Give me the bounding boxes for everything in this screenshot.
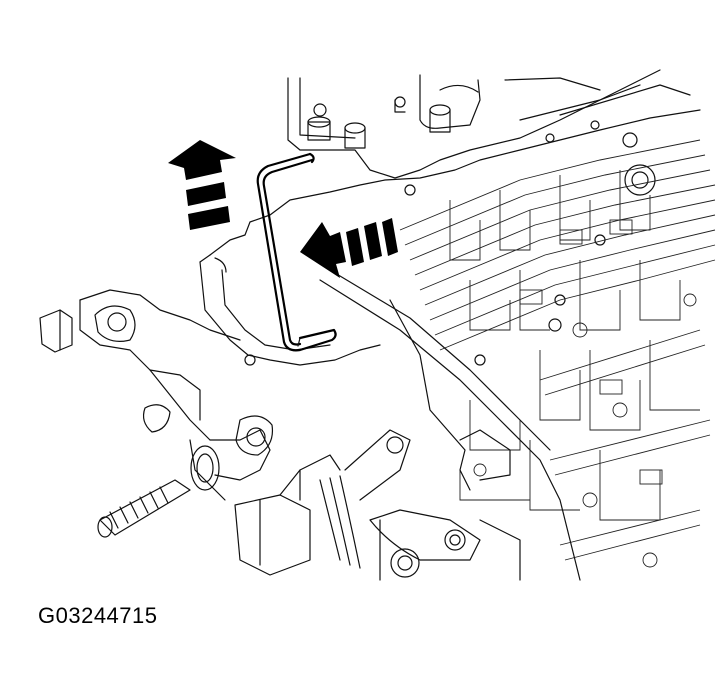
valve-body-channels	[399, 139, 716, 568]
lower-components	[234, 429, 521, 581]
valve-body-illustration	[39, 69, 716, 581]
hex-wrench	[256, 152, 337, 352]
lever-bracket	[39, 289, 274, 538]
plate-edge	[319, 269, 581, 581]
arrow-up-icon	[168, 140, 236, 230]
figure-code: G03244715	[38, 603, 158, 628]
arrow-left-icon	[300, 218, 398, 278]
gasket-plate	[199, 109, 701, 366]
upper-housing	[287, 69, 691, 196]
